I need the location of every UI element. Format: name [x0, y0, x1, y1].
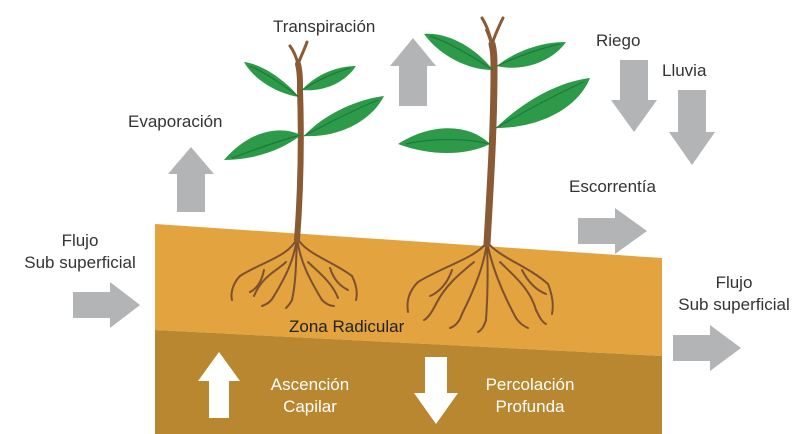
deep-percolation-line1: Percolación [485, 375, 575, 394]
capillary-rise-arrow-icon [198, 352, 240, 418]
subsurface-flow-out-label: Flujo Sub superficial [662, 272, 806, 316]
capillary-rise-line1: Ascención [270, 375, 350, 394]
runoff-label: Escorrentía [569, 177, 656, 196]
evaporation-label: Evaporación [128, 112, 223, 131]
deep-percolation-label: Percolación Profunda [462, 374, 598, 418]
rain-arrow-icon [669, 90, 715, 165]
left-plant-roots-icon [230, 237, 358, 309]
transpiration-arrow-icon [390, 38, 436, 106]
root-zone-label: Zona Radicular [289, 317, 405, 336]
irrigation-arrow-icon [611, 60, 657, 132]
subsurface-flow-out-line2: Sub superficial [678, 295, 790, 314]
root-zone-soil-layer [155, 224, 662, 356]
deep-percolation-arrow-icon [414, 357, 458, 424]
capillary-rise-line2: Capilar [283, 397, 337, 416]
deep-percolation-line2: Profunda [495, 397, 565, 416]
subsurface-flow-in-line2: Sub superficial [24, 253, 136, 272]
subsurface-flow-in-arrow-icon [73, 282, 140, 328]
rain-label: Lluvia [662, 61, 707, 80]
subsurface-flow-out-arrow-icon [673, 325, 741, 371]
runoff-arrow-icon [578, 208, 647, 254]
left-plant-icon [224, 40, 384, 243]
transpiration-label: Transpiración [273, 17, 376, 36]
subsurface-flow-in-line1: Flujo [61, 231, 99, 250]
subsurface-flow-out-line1: Flujo [715, 273, 753, 292]
capillary-rise-label: Ascención Capilar [250, 374, 370, 418]
right-plant-roots-icon [406, 241, 554, 333]
deep-soil-layer [155, 330, 662, 434]
subsurface-flow-in-label: Flujo Sub superficial [6, 230, 154, 274]
irrigation-label: Riego [596, 31, 641, 50]
evaporation-arrow-icon [168, 147, 214, 212]
right-plant-icon [398, 16, 590, 248]
